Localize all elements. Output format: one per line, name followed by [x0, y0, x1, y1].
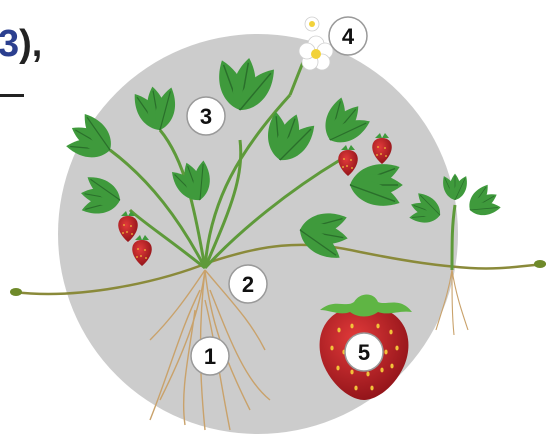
- label-badge-flower: 4: [329, 17, 367, 55]
- label-badge-runner: 2: [229, 265, 267, 303]
- runner-tip-left: [10, 288, 22, 296]
- flower-bud: [305, 17, 319, 31]
- heading-fragment: 3),: [0, 23, 42, 65]
- label-badge-leaves: 3: [187, 97, 225, 135]
- label-badge-roots: 1: [191, 337, 229, 375]
- label-text-fruit: 5: [358, 340, 370, 365]
- label-text-flower: 4: [342, 24, 355, 49]
- label-text-leaves: 3: [200, 104, 212, 129]
- label-text-runner: 2: [242, 272, 254, 297]
- label-badge-fruit: 5: [345, 333, 383, 371]
- heading-fragment-highlight: 3: [0, 23, 19, 65]
- runner-tip-right: [534, 260, 546, 268]
- label-text-roots: 1: [204, 344, 216, 369]
- heading-fragment-rest: ),: [19, 23, 42, 65]
- heading-dash: [0, 94, 24, 97]
